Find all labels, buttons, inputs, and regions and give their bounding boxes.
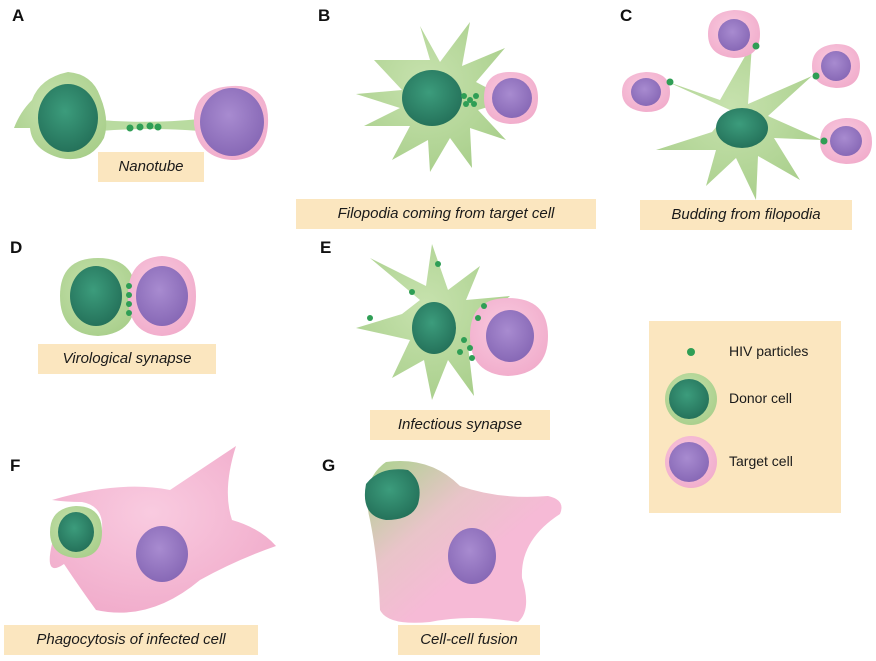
target-nucleus-d [136, 266, 188, 326]
hiv-particle [752, 42, 760, 50]
hiv-particle [457, 349, 463, 355]
panel-f-illustration [49, 446, 276, 613]
hiv-particle [812, 72, 820, 80]
hiv-particle [473, 93, 479, 99]
caption-b: Filopodia coming from target cell [296, 199, 596, 229]
caption-d: Virological synapse [38, 344, 216, 374]
caption-f: Phagocytosis of infected cell [4, 625, 258, 655]
hiv-particle [467, 345, 473, 351]
legend: HIV particles Donor cell Target cell [649, 321, 841, 513]
hiv-particle [126, 292, 132, 298]
panel-letter-b: B [318, 6, 331, 25]
panel-g-illustration [364, 461, 562, 623]
hiv-particle [367, 315, 373, 321]
hiv-particle [467, 97, 473, 103]
target-nucleus-c2 [718, 19, 750, 51]
caption-e: Infectious synapse [370, 410, 550, 440]
hiv-particle [469, 355, 475, 361]
target-nucleus-b [492, 78, 532, 118]
hiv-particle-icon [687, 348, 695, 356]
fused-target-nucleus [448, 528, 496, 584]
caption-a: Nanotube [98, 152, 204, 182]
panel-letter-a: A [12, 6, 25, 25]
donor-nucleus-c [716, 108, 768, 148]
donor-nucleus-e [412, 302, 456, 354]
target-nucleus-icon [669, 442, 709, 482]
donor-nucleus-a [38, 84, 98, 152]
panel-letter-e: E [320, 238, 332, 257]
donor-nucleus-b [402, 70, 462, 126]
caption-c: Budding from filopodia [640, 200, 852, 230]
hiv-particle [146, 122, 154, 130]
panel-e-illustration [356, 244, 548, 400]
legend-symbols [665, 348, 717, 488]
target-nucleus-c4 [830, 126, 862, 156]
legend-label-hiv: HIV particles [729, 343, 809, 359]
hiv-particle [154, 123, 162, 131]
donor-nucleus-icon [669, 379, 709, 419]
hiv-particle [461, 337, 467, 343]
hiv-particle [435, 261, 441, 267]
hiv-particle [126, 283, 132, 289]
hiv-particle [475, 315, 481, 321]
target-nucleus-e [486, 310, 534, 362]
hiv-particle [126, 124, 134, 132]
target-nucleus-c1 [631, 78, 661, 106]
panel-letter-g: G [322, 456, 336, 475]
hiv-particle [481, 303, 487, 309]
hiv-particle [461, 93, 467, 99]
panel-letter-d: D [10, 238, 23, 257]
panel-letter-c: C [620, 6, 633, 25]
target-nucleus-a [200, 88, 264, 156]
legend-label-donor: Donor cell [729, 390, 793, 406]
hiv-particle [136, 123, 144, 131]
panel-d-illustration [60, 256, 196, 336]
caption-g: Cell-cell fusion [398, 625, 540, 655]
hiv-particle [471, 101, 477, 107]
legend-label-target: Target cell [729, 453, 793, 469]
hiv-particle [126, 301, 132, 307]
fused-donor-nucleus [364, 469, 420, 520]
hiv-particle [126, 310, 132, 316]
panel-b-illustration [356, 22, 538, 172]
panel-a-illustration [14, 72, 269, 160]
hiv-particle [666, 78, 674, 86]
panel-c-illustration [622, 10, 872, 200]
hiv-particle [409, 289, 415, 295]
panel-letter-f: F [10, 456, 21, 475]
donor-nucleus-d [70, 266, 122, 326]
hiv-particle [463, 101, 469, 107]
phagocyte-nucleus [136, 526, 188, 582]
donor-nucleus-f [58, 512, 94, 552]
hiv-particle [820, 137, 828, 145]
target-nucleus-c3 [821, 51, 851, 81]
